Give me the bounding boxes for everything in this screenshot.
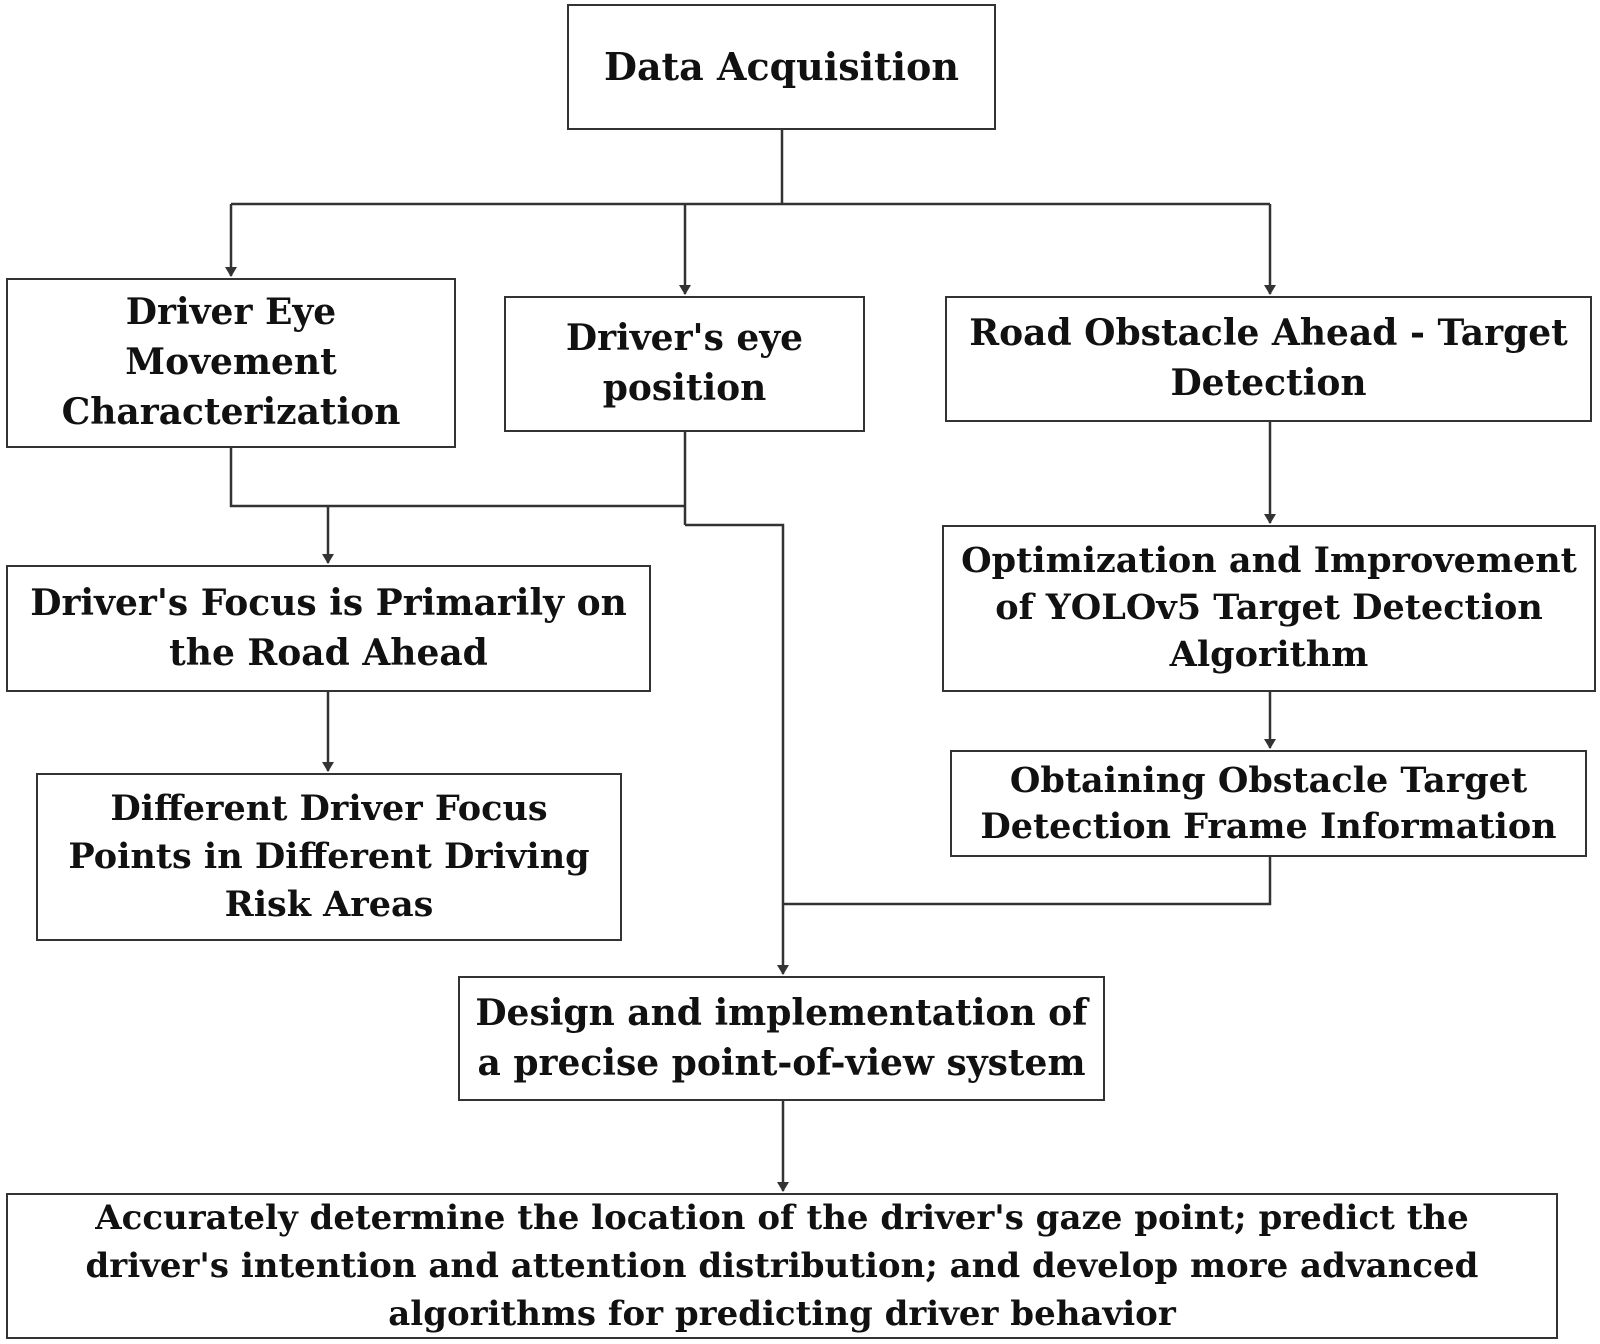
node-road-obstacle: Road Obstacle Ahead - Target Detection bbox=[945, 296, 1592, 422]
node-focus-road: Driver's Focus is Primarily on the Road … bbox=[6, 565, 651, 692]
edge-obtain-to-design bbox=[783, 857, 1272, 906]
node-design-system-label: Design and implementation of a precise p… bbox=[475, 991, 1088, 1084]
node-obstacle-frame: Obtaining Obstacle Target Detection Fram… bbox=[950, 750, 1587, 857]
node-eye-movement: Driver Eye Movement Characterization bbox=[6, 278, 456, 448]
edge-eye-position-to-design bbox=[685, 523, 789, 975]
node-yolo: Optimization and Improvement of YOLOv5 T… bbox=[942, 525, 1596, 692]
edge-eye-movement-down bbox=[229, 448, 685, 508]
node-focus-points-label: Different Driver Focus Points in Differe… bbox=[68, 787, 590, 926]
node-obstacle-frame-label: Obtaining Obstacle Target Detection Fram… bbox=[980, 760, 1557, 847]
node-outcome: Accurately determine the location of the… bbox=[6, 1193, 1558, 1339]
node-focus-road-label: Driver's Focus is Primarily on the Road … bbox=[30, 581, 627, 674]
node-yolo-label: Optimization and Improvement of YOLOv5 T… bbox=[961, 540, 1577, 675]
node-design-system: Design and implementation of a precise p… bbox=[458, 976, 1105, 1101]
node-eye-movement-label: Driver Eye Movement Characterization bbox=[61, 291, 401, 433]
node-eye-position-label: Driver's eye position bbox=[565, 317, 804, 409]
node-road-obstacle-label: Road Obstacle Ahead - Target Detection bbox=[969, 312, 1568, 404]
node-data-acquisition: Data Acquisition bbox=[567, 4, 996, 130]
node-outcome-label: Accurately determine the location of the… bbox=[85, 1197, 1479, 1335]
node-focus-points: Different Driver Focus Points in Differe… bbox=[36, 773, 622, 941]
node-data-acquisition-label: Data Acquisition bbox=[603, 43, 960, 89]
node-eye-position: Driver's eye position bbox=[504, 296, 865, 432]
